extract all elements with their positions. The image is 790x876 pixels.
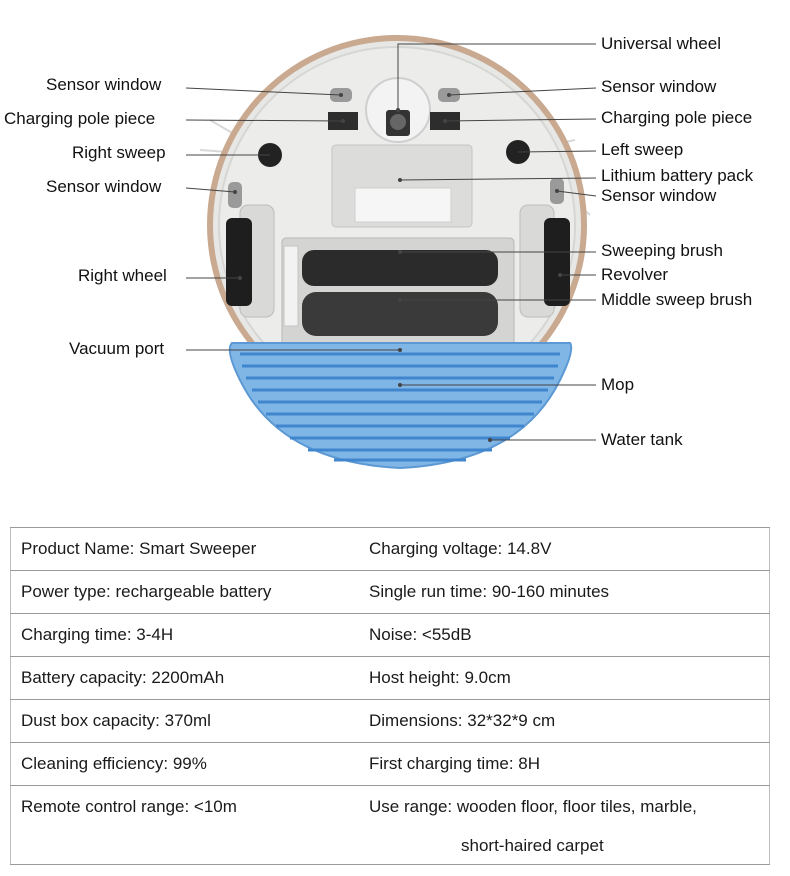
spec-cell: Cleaning efficiency: 99% (10, 742, 361, 786)
robot-diagram: Sensor window Charging pole piece Right … (4, 34, 754, 470)
spec-cell: short-haired carpet (461, 836, 604, 855)
mop-stripes (240, 352, 560, 462)
spec-cell: Power type: rechargeable battery (10, 570, 361, 614)
label-water-tank: Water tank (601, 430, 683, 449)
spec-cell: Charging voltage: 14.8V (361, 527, 770, 571)
label-vacuum-port: Vacuum port (69, 339, 165, 358)
label-left-sweep: Left sweep (601, 140, 684, 159)
spec-table: Product Name: Smart Sweeper Charging vol… (10, 527, 770, 865)
table-row: Remote control range: <10m Use range: wo… (10, 785, 770, 828)
leader-dots (233, 93, 562, 442)
sensor-window-side-left (228, 182, 242, 208)
spec-cell: Dimensions: 32*32*9 cm (361, 699, 770, 743)
right-wheel (226, 204, 275, 318)
label-sensor-window-left-2: Sensor window (46, 177, 162, 196)
leader-lines (185, 43, 597, 441)
spec-cell: Host height: 9.0cm (361, 656, 770, 700)
label-lithium-battery-pack: Lithium battery pack (601, 166, 754, 185)
label-sensor-window-left-1: Sensor window (46, 75, 162, 94)
table-row: Cleaning efficiency: 99% First charging … (10, 742, 770, 786)
label-revolver: Revolver (601, 265, 669, 284)
label-sweeping-brush: Sweeping brush (601, 241, 723, 260)
sweeping-brush (302, 250, 498, 286)
spec-cell: Battery capacity: 2200mAh (10, 656, 361, 700)
label-charging-pole-piece-right: Charging pole piece (601, 108, 753, 127)
spec-cell-empty (11, 828, 362, 865)
label-mop: Mop (601, 375, 635, 394)
spec-cell: Product Name: Smart Sweeper (10, 527, 361, 571)
label-right-sweep: Right sweep (72, 143, 166, 162)
spec-cell: Noise: <55dB (361, 613, 770, 657)
table-row: Dust box capacity: 370ml Dimensions: 32*… (10, 699, 770, 743)
table-row: Product Name: Smart Sweeper Charging vol… (10, 527, 770, 571)
table-row: Battery capacity: 2200mAh Host height: 9… (10, 656, 770, 700)
label-charging-pole-piece-left: Charging pole piece (4, 109, 156, 128)
label-universal-wheel: Universal wheel (601, 34, 721, 53)
label-middle-sweep-brush: Middle sweep brush (601, 290, 753, 309)
label-right-wheel: Right wheel (78, 266, 167, 285)
left-wheel (519, 204, 570, 318)
table-row-continuation: short-haired carpet (11, 828, 770, 865)
spec-cell: First charging time: 8H (361, 742, 770, 786)
universal-wheel (365, 77, 431, 143)
table-row: Power type: rechargeable battery Single … (10, 570, 770, 614)
robot-vacuum-illustration (185, 35, 597, 470)
spec-cell: Charging time: 3-4H (10, 613, 361, 657)
table-row: Charging time: 3-4H Noise: <55dB (10, 613, 770, 657)
middle-sweep-brush (302, 292, 498, 336)
spec-cell: Single run time: 90-160 minutes (361, 570, 770, 614)
label-sensor-window-right-1: Sensor window (601, 77, 717, 96)
label-sensor-window-right-2: Sensor window (601, 186, 717, 205)
spec-cell: Dust box capacity: 370ml (10, 699, 361, 743)
spec-cell: Use range: wooden floor, floor tiles, ma… (361, 785, 770, 828)
spec-cell: Remote control range: <10m (10, 785, 361, 828)
